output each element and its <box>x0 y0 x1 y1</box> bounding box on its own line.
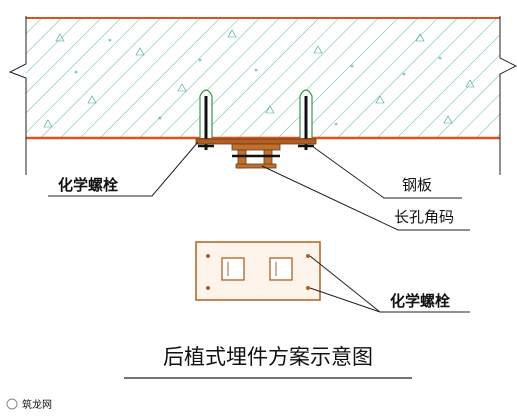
bolt-hole-tr <box>306 254 310 258</box>
leader-steel-plate <box>311 145 462 199</box>
break-line-right <box>499 16 517 175</box>
plate-outline <box>195 241 321 301</box>
leader-chem-bolt-left <box>48 141 199 197</box>
aggregate-marks <box>43 29 475 128</box>
bolt-hole-tl <box>206 254 210 258</box>
slot-hole-right <box>269 257 293 281</box>
label-steel-plate: 钢板 <box>402 176 432 194</box>
label-chem-bolt-right: 化学螺栓 <box>390 292 450 310</box>
embed-plate-plan <box>195 241 321 301</box>
slab-body <box>26 18 500 138</box>
slotted-angle-section <box>231 143 281 169</box>
leader-lines-bottom <box>309 255 470 313</box>
label-chem-bolt-left: 化学螺栓 <box>58 176 118 194</box>
concrete-slab <box>8 16 517 175</box>
slot-hole-left <box>221 257 245 281</box>
bolt-hole-bl <box>206 286 210 290</box>
watermark-text: 筑龙网 <box>22 398 52 411</box>
diagram-title: 后植式埋件方案示意图 <box>163 345 373 369</box>
break-line-left <box>8 16 27 175</box>
watermark: 筑龙网 <box>6 398 52 411</box>
chemical-anchor-right <box>298 89 314 150</box>
steel-plate-section <box>195 138 317 145</box>
label-slot-angle: 长孔角码 <box>394 208 454 226</box>
bolt-hole-br <box>306 286 310 290</box>
leader-lines-top <box>48 141 470 231</box>
leader-slot-angle <box>261 165 470 231</box>
